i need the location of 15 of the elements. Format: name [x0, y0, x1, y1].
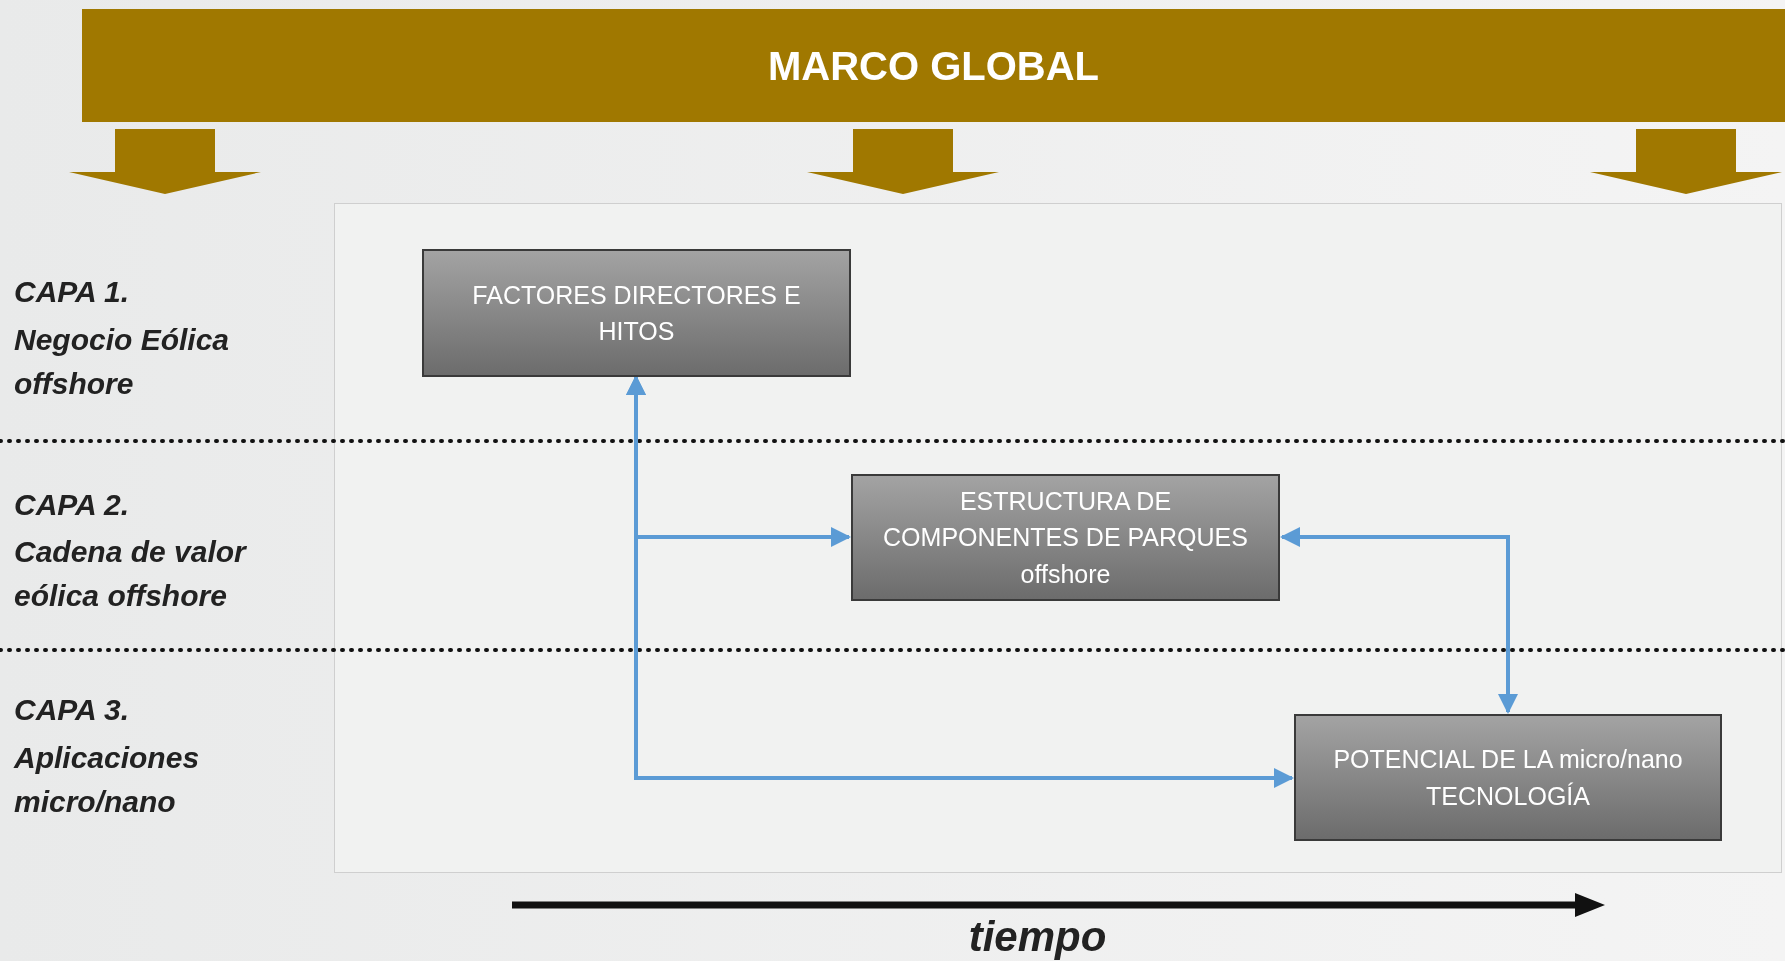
block-arrow — [1590, 129, 1782, 194]
layer-title: CAPA 3. — [14, 692, 130, 728]
layer-title: CAPA 2. — [14, 487, 130, 523]
process-box: FACTORES DIRECTORES E HITOS — [422, 249, 851, 377]
layer-label: Cadena de valor eólica offshore — [14, 534, 248, 614]
layer-label: Negocio Eólica offshore — [14, 322, 231, 402]
process-box: ESTRUCTURA DE COMPONENTES DE PARQUES offshore — [851, 474, 1280, 601]
arrow — [1280, 527, 1518, 714]
axis-label: tiempo — [967, 914, 1108, 961]
title-banner: MARCO GLOBAL — [82, 9, 1785, 122]
block-arrow — [807, 129, 999, 194]
process-box: POTENCIAL DE LA micro/nano TECNOLOGÍA — [1294, 714, 1722, 841]
layer-title: CAPA 1. — [14, 274, 130, 310]
block-arrow — [69, 129, 261, 194]
layer-label: Aplicaciones micro/nano — [14, 740, 201, 820]
